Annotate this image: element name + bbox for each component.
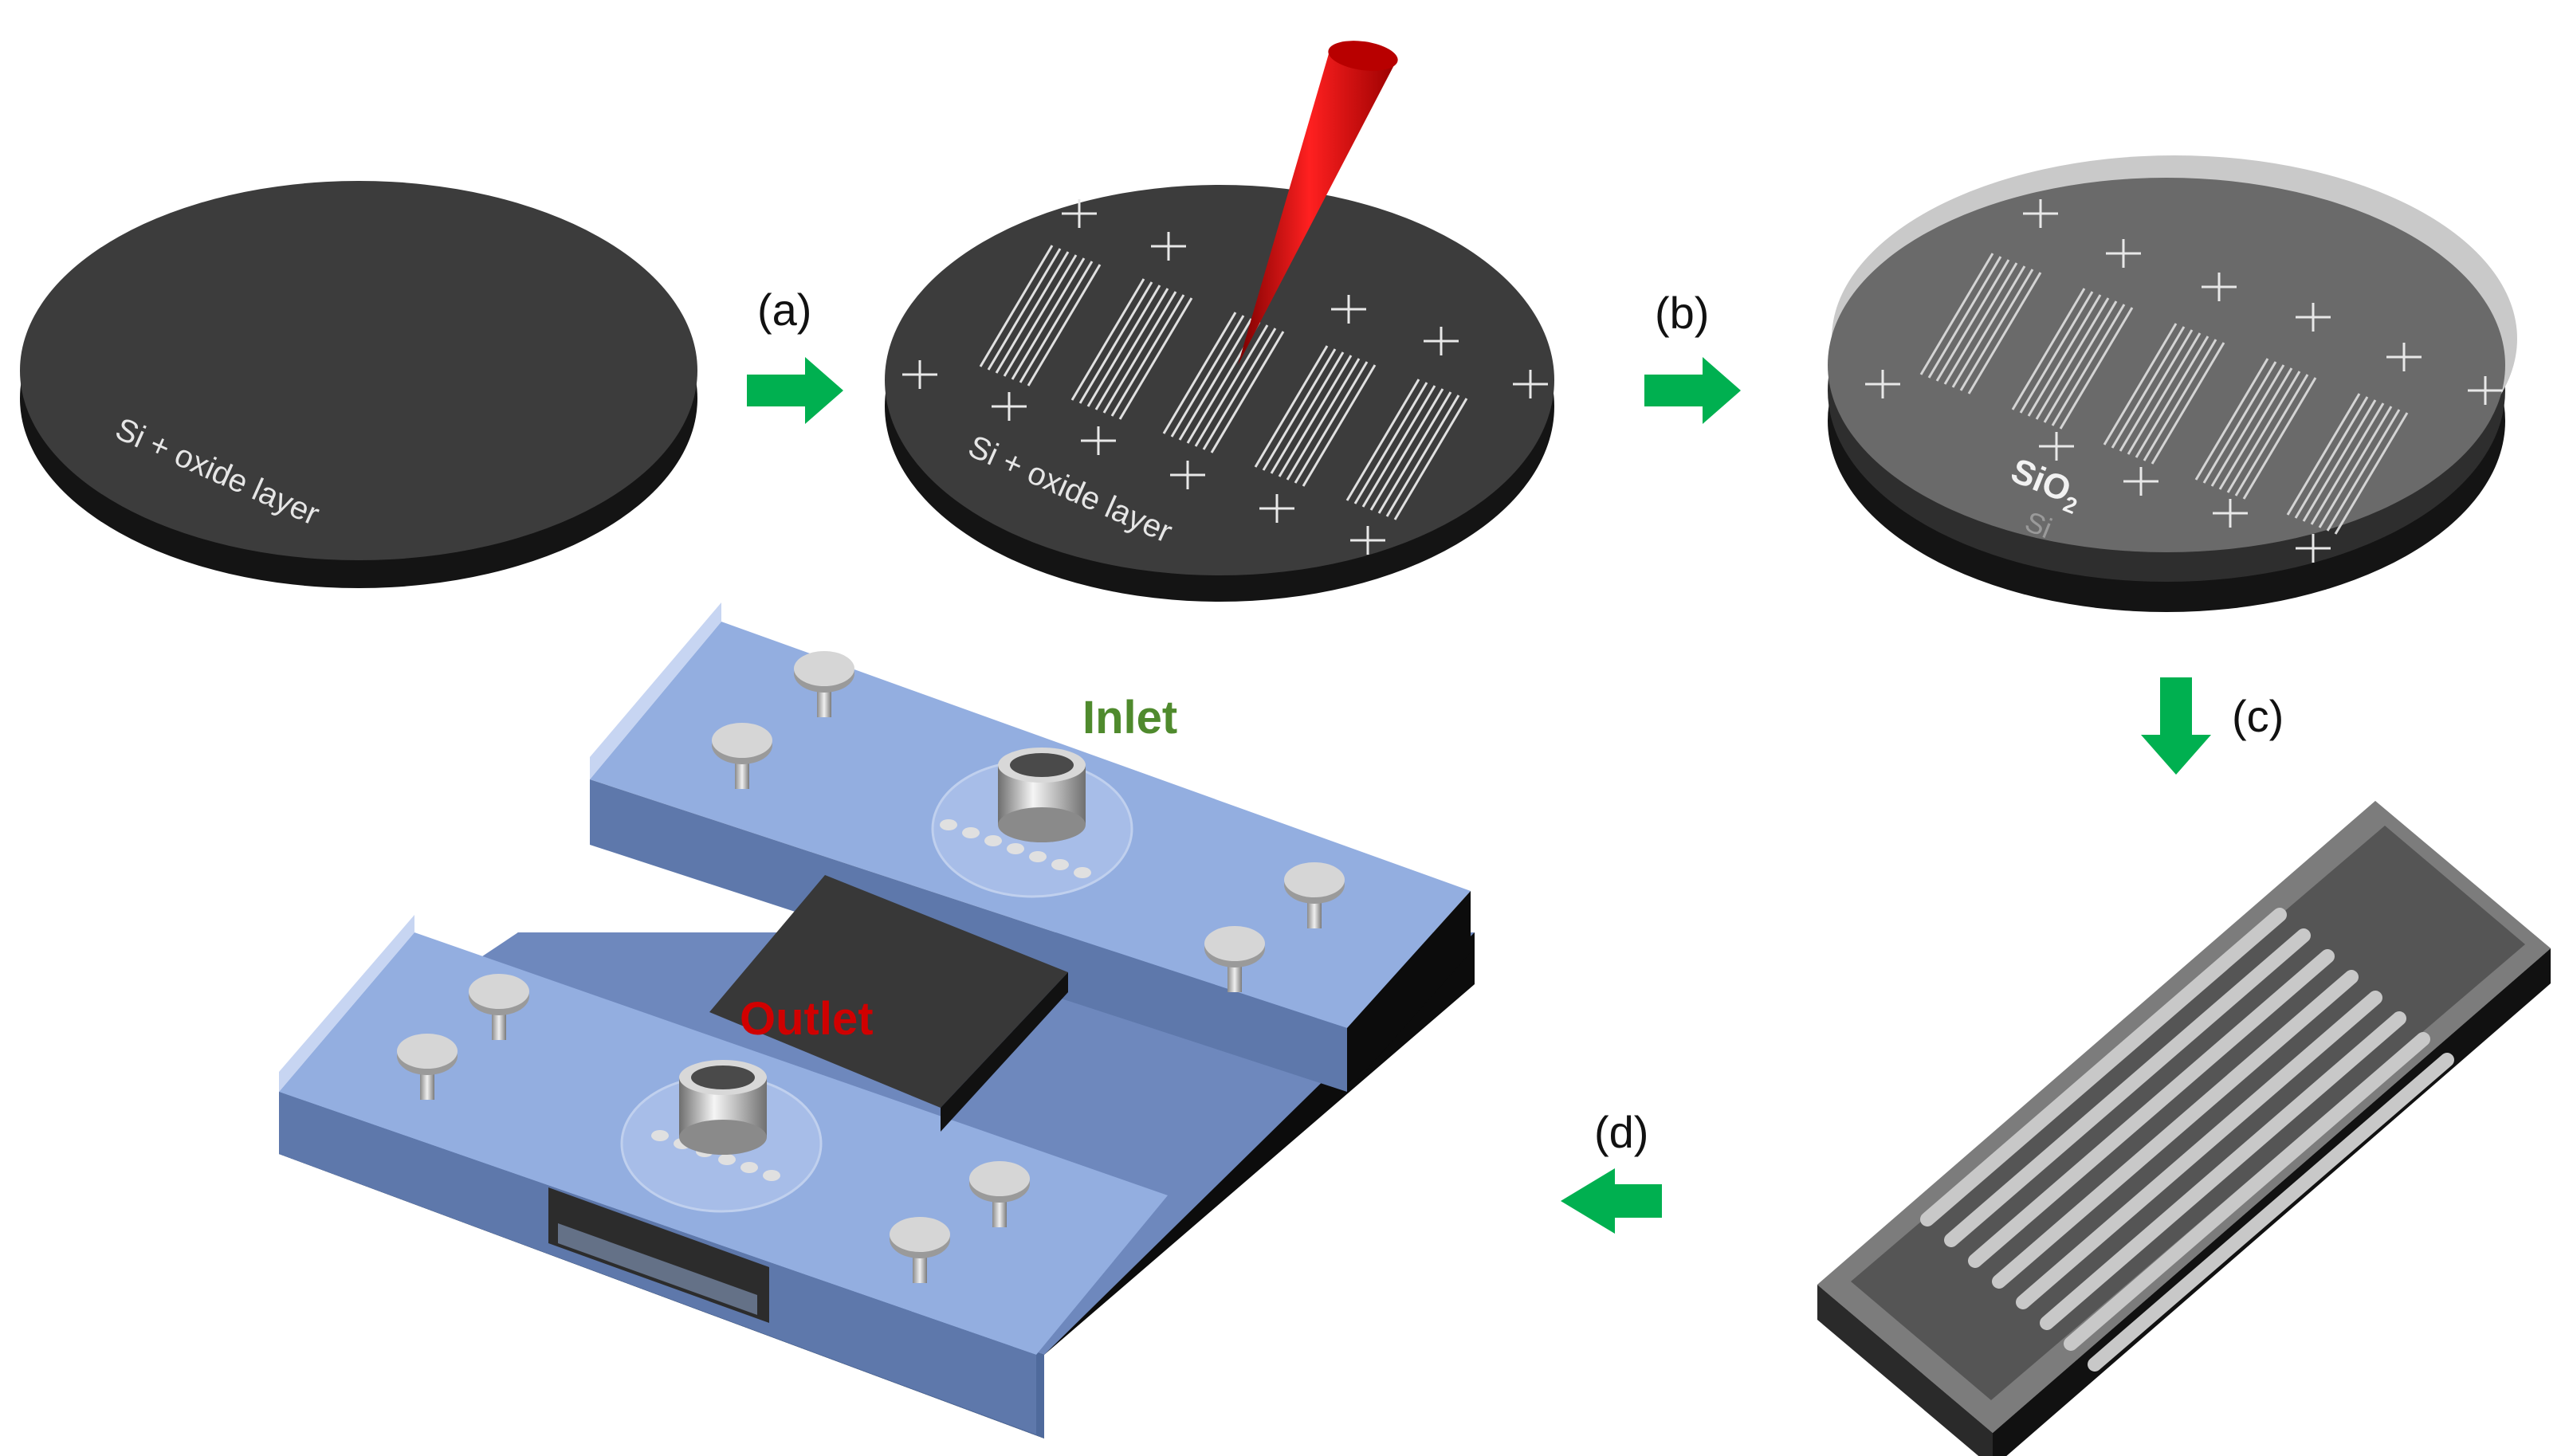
step-d: (d) xyxy=(1561,1107,1662,1234)
step-a-label: (a) xyxy=(757,285,811,335)
left-arrow-icon xyxy=(1561,1168,1662,1234)
wafer-si-oxide: Si + oxide layer xyxy=(20,181,697,588)
pin xyxy=(397,1034,458,1100)
step-b-label: (b) xyxy=(1655,288,1709,338)
alignment-marks xyxy=(1865,199,2503,563)
wafer-patterned: Si + oxide layer xyxy=(885,41,1554,602)
pin xyxy=(969,1161,1030,1227)
outlet-label: Outlet xyxy=(740,993,874,1045)
alignment-pins xyxy=(397,651,1345,1283)
pin xyxy=(1204,926,1265,992)
microfluidic-device: Inlet Outlet xyxy=(279,602,1475,1438)
microchannels xyxy=(1920,908,2454,1372)
lithography-tip xyxy=(1238,41,1398,365)
inlet-label: Inlet xyxy=(1082,692,1177,744)
chip-with-channels xyxy=(1817,801,2551,1456)
down-arrow-icon xyxy=(2141,677,2211,775)
outlet-port xyxy=(620,1060,823,1213)
pin xyxy=(794,651,854,717)
inlet-port xyxy=(931,748,1133,898)
oxide-line-arrays xyxy=(1919,253,2409,535)
alignment-marks xyxy=(902,199,1548,555)
step-d-label: (d) xyxy=(1594,1107,1648,1157)
pin xyxy=(890,1217,950,1283)
written-line-arrays xyxy=(979,245,1468,520)
step-a: (a) xyxy=(747,285,843,424)
step-b: (b) xyxy=(1644,288,1741,424)
pin xyxy=(1284,862,1345,928)
step-c-label: (c) xyxy=(2232,691,2284,741)
right-arrow-icon xyxy=(747,357,843,424)
wafer-oxide-coated: SiO2 Si xyxy=(1828,155,2517,612)
step-c: (c) xyxy=(2141,677,2284,775)
pin xyxy=(469,974,529,1040)
right-arrow-icon xyxy=(1644,357,1741,424)
pin xyxy=(712,723,772,789)
